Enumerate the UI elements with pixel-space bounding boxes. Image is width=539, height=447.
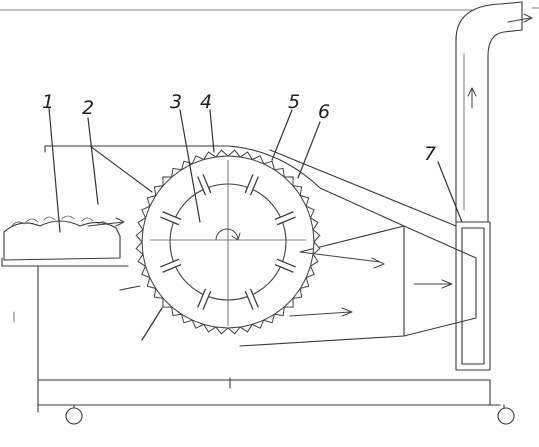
drum-tooth bbox=[299, 194, 310, 208]
drum-tooth bbox=[202, 323, 218, 333]
leader-lines bbox=[48, 107, 463, 341]
drum-tooth bbox=[135, 228, 144, 244]
drum-tooth bbox=[305, 264, 315, 279]
drum-tooth bbox=[291, 287, 303, 299]
drum-tooth bbox=[250, 155, 265, 165]
drum-tooth bbox=[238, 151, 254, 161]
drum-tooth bbox=[214, 149, 230, 158]
drum-tooth bbox=[262, 313, 276, 324]
drum-tooth bbox=[202, 151, 218, 161]
beater-blades bbox=[160, 174, 296, 310]
drum-tooth bbox=[273, 305, 285, 317]
callout-2: 2 bbox=[82, 97, 94, 119]
beater-blade-face bbox=[245, 174, 258, 195]
wheel-left bbox=[65, 404, 83, 425]
drum-tooth bbox=[214, 326, 230, 335]
drum-tooth bbox=[299, 276, 310, 290]
drum-tooth bbox=[141, 205, 151, 220]
callout-1: 1 bbox=[42, 91, 54, 113]
drum-tooth bbox=[191, 319, 206, 329]
output-pipe bbox=[455, 1, 523, 223]
drum-tooth bbox=[137, 252, 147, 268]
drum-tooth bbox=[309, 216, 319, 232]
pipe-arrow-up bbox=[467, 87, 477, 109]
collector-box bbox=[455, 221, 491, 371]
beater-blade-face bbox=[275, 212, 296, 225]
drum-tooth bbox=[191, 155, 206, 165]
drum-tooth bbox=[238, 323, 254, 333]
feed-conveyor bbox=[44, 145, 229, 193]
beater-blade-face bbox=[198, 289, 211, 310]
flow-arrow-2 bbox=[289, 307, 353, 317]
callout-3: 3 bbox=[170, 91, 182, 113]
base-frame bbox=[13, 265, 501, 413]
flow-arrow-3 bbox=[413, 279, 453, 289]
drum-tooth bbox=[273, 167, 285, 179]
drum-tooth bbox=[162, 297, 173, 308]
flow-arrow-1 bbox=[299, 251, 385, 269]
drum-tooth bbox=[137, 216, 147, 232]
drum-tooth bbox=[283, 297, 294, 308]
beater-blade-face bbox=[160, 212, 181, 225]
callout-5: 5 bbox=[288, 91, 300, 113]
drum-tooth bbox=[171, 167, 183, 179]
drum-tooth bbox=[153, 185, 165, 197]
drum-tooth bbox=[171, 305, 183, 317]
callout-7: 7 bbox=[424, 143, 436, 165]
wheel-right bbox=[497, 404, 515, 425]
drum-tooth bbox=[153, 287, 165, 299]
drum-tooth bbox=[141, 264, 151, 279]
drum-tooth bbox=[180, 313, 194, 324]
drum bbox=[141, 155, 315, 329]
drum-tooth bbox=[291, 185, 303, 197]
housing bbox=[119, 145, 477, 347]
drum-tooth bbox=[283, 176, 294, 187]
drum-tooth bbox=[226, 149, 242, 158]
drum-tooth bbox=[162, 176, 173, 187]
drum-tooth bbox=[250, 319, 265, 329]
callout-4: 4 bbox=[200, 91, 212, 113]
pipe-arrow-out bbox=[507, 13, 533, 23]
feed-arrow bbox=[87, 217, 125, 227]
raw-material bbox=[3, 215, 121, 261]
drum-tooth bbox=[312, 228, 321, 244]
rotation-arrow bbox=[215, 228, 241, 241]
drum-tooth bbox=[305, 205, 315, 220]
drum-tooth bbox=[146, 276, 157, 290]
drum-tooth bbox=[146, 194, 157, 208]
beater-blade-face bbox=[245, 289, 258, 310]
drum-tooth bbox=[226, 326, 242, 335]
drum-tooth bbox=[312, 240, 321, 256]
drum-tooth bbox=[309, 252, 319, 268]
beater-blade-face bbox=[160, 259, 181, 272]
beater-blade-face bbox=[275, 259, 296, 272]
drum-tooth bbox=[135, 240, 144, 256]
drum-teeth bbox=[135, 149, 321, 335]
drum-tooth bbox=[262, 160, 276, 171]
feed-table bbox=[1, 257, 129, 267]
callout-6: 6 bbox=[318, 101, 330, 123]
beater-blade-face bbox=[198, 174, 211, 195]
